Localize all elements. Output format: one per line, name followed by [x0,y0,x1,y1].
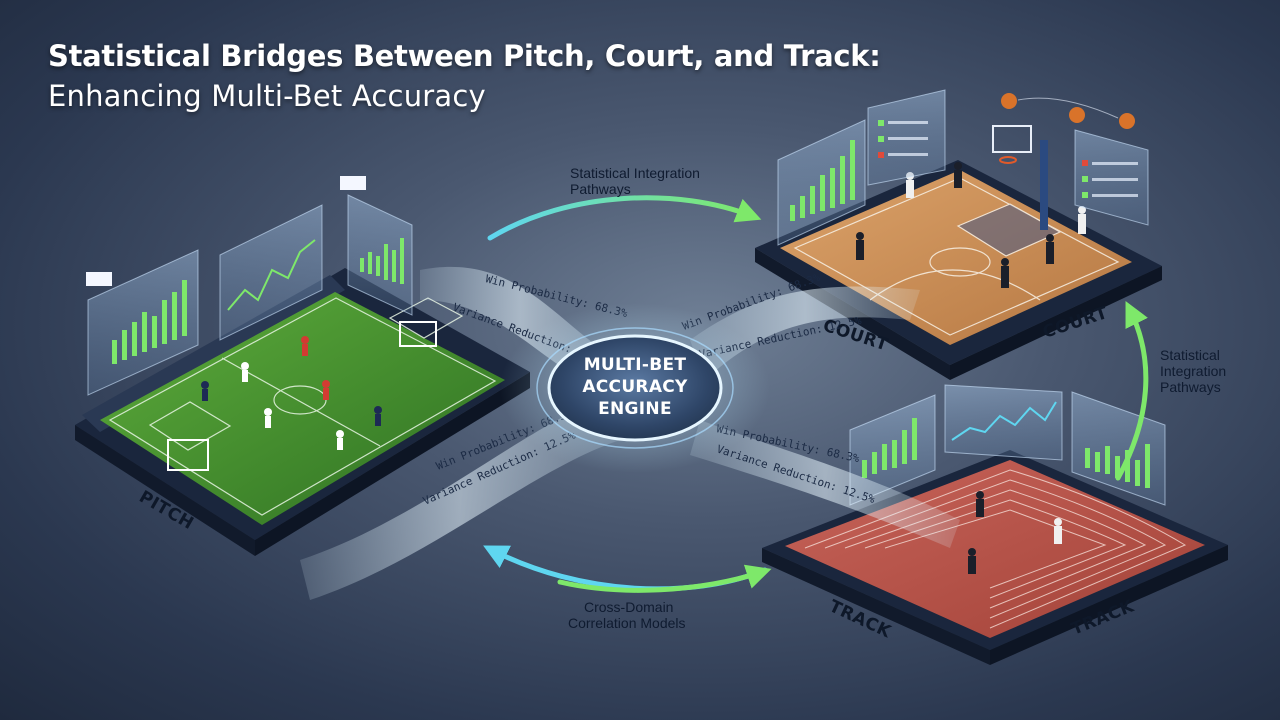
bar-chart-icon [112,280,187,364]
pitch-goal-right [399,321,437,347]
stat-list [1082,160,1138,198]
flow-arrows: Statistical Integration Pathways Statist… [483,165,1226,631]
bar-chart-icon [360,238,404,284]
title-line-2: Enhancing Multi-Bet Accuracy [48,79,486,113]
bar-chart-icon [1085,444,1150,488]
track-platform: TRACK TRACK [762,384,1228,665]
arrow-label-right-2: Integration [1160,363,1226,379]
arrow-label-bottom-1: Cross-Domain [584,599,673,615]
arrow-label-right-3: Pathways [1160,379,1221,395]
engine-core [547,334,723,442]
track-lanes [804,469,1187,629]
pitch-base-side-right [255,372,530,556]
ribbon-court [690,286,920,380]
court-platform: COURT COURT [755,89,1162,380]
court-base-side-right [950,266,1162,380]
pitch-stat-panels [87,194,413,396]
engine-ring-outer [536,327,734,449]
track-base-side-left [762,548,990,665]
engine-label-line-1: MULTI-BET [584,355,687,375]
arrow-label-top-2: Pathways [570,181,631,197]
pitch-stands [82,275,345,432]
arrow-label-right-1: Statistical [1160,347,1220,363]
stat-panel [347,194,413,316]
court-players [856,162,1086,288]
ribbon-track [690,420,960,548]
hoop-icon [999,156,1017,164]
basketball-icon [1001,93,1017,109]
track-base-side-right [990,545,1228,665]
title-block: Statistical Bridges Between Pitch, Court… [48,36,1048,116]
floodlight-icon [86,272,112,286]
court-floor [780,170,1132,345]
stat-list [878,120,928,158]
pitch-platform: PITCH [75,176,530,556]
engine-label-line-3: ENGINE [598,399,672,419]
pitch-field [100,292,505,525]
basketball-icon [1119,113,1135,129]
hoop-stand [1040,140,1048,230]
line-chart-icon [951,401,1057,441]
title-line-1: Statistical Bridges Between Pitch, Court… [48,39,881,73]
pitch-goal-left [167,439,209,471]
track-surface [785,460,1205,638]
court-stat-panels [777,89,1149,246]
arrow-pitch-to-track [557,564,772,593]
accuracy-engine: MULTI-BET ACCURACY ENGINE [500,303,770,473]
track-runners [968,491,1062,574]
track-stat-panels [849,384,1166,506]
arrow-pitch-to-court [487,195,762,241]
stat-panel [944,384,1063,461]
arrow-track-to-court [1115,301,1149,481]
floodlight-icon [340,176,366,190]
stat-panel [1074,129,1149,226]
bar-chart-icon [862,418,917,478]
backboard-icon [992,125,1032,153]
engine-label-line-2: ACCURACY [582,377,688,397]
pitch-players [201,336,382,450]
arrow-label-top-1: Statistical Integration [570,165,700,181]
arrow-label-bottom-2: Correlation Models [568,615,686,631]
basketball-icon [1069,107,1085,123]
ball-trajectory [1017,97,1119,119]
bar-chart-icon [790,140,855,221]
pitch-base-side-left [75,425,255,556]
ribbon-pitch-bottom [300,400,620,600]
line-chart-icon [227,239,316,311]
